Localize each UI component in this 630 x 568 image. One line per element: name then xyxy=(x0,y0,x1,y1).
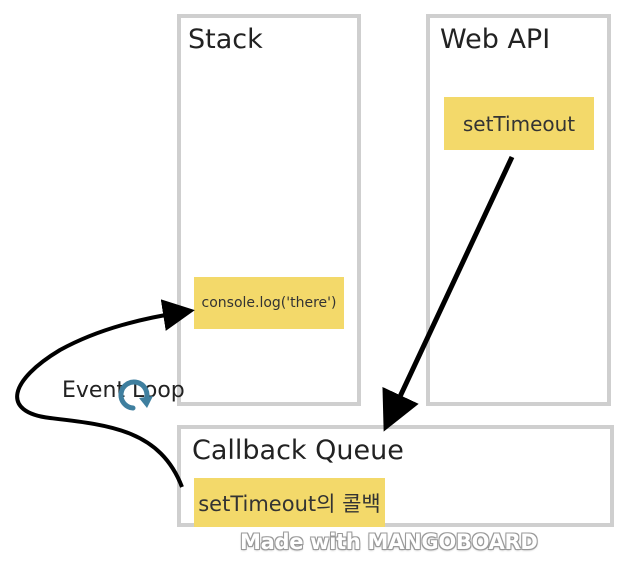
web-api-panel xyxy=(426,14,611,406)
watermark: Made with MANGOBOARD xyxy=(240,530,538,554)
callback-queue-title: Callback Queue xyxy=(192,435,404,466)
web-api-settimeout-item: setTimeout xyxy=(444,97,594,150)
arrow-queue-to-stack xyxy=(15,299,195,488)
stack-title: Stack xyxy=(188,24,263,55)
stack-console-log-item: console.log('there') xyxy=(194,277,344,329)
queue-callback-item: setTimeout의 콜백 xyxy=(194,478,385,527)
web-api-title: Web API xyxy=(440,24,551,55)
arrow-webapi-to-queue xyxy=(382,155,515,432)
circular-arrow-icon xyxy=(118,379,153,411)
stack-panel xyxy=(177,14,361,406)
